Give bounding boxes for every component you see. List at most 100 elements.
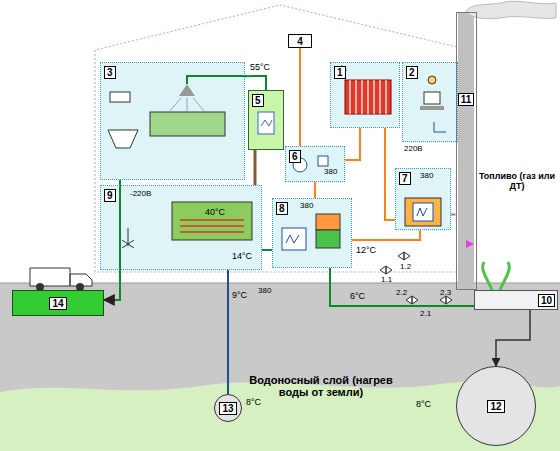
value-label: 40°C xyxy=(205,208,225,218)
callout-number: 4 xyxy=(295,36,305,47)
shower-and-bath xyxy=(169,98,205,112)
well-circle: 13 xyxy=(214,394,242,422)
callout-number: 10 xyxy=(538,294,555,307)
callout-number: 8 xyxy=(276,202,288,215)
well-circles xyxy=(214,394,242,422)
shower-and-bath xyxy=(108,130,138,148)
value-label: 380 xyxy=(258,287,271,296)
note-label: Топливо (газ или ДТ) xyxy=(477,172,557,192)
callout-number: 13 xyxy=(219,402,236,415)
shower-and-bath xyxy=(179,84,195,96)
heat-pump xyxy=(282,228,306,250)
room-zones xyxy=(100,62,458,270)
heat-pump xyxy=(282,214,340,250)
value-label: 6°C xyxy=(350,292,365,302)
control-computer xyxy=(410,75,446,132)
shower-and-bath xyxy=(108,76,247,148)
callout-number: 12 xyxy=(487,400,504,413)
pipe-connector xyxy=(262,249,272,251)
room-zones xyxy=(330,62,400,128)
control-computer xyxy=(424,92,440,104)
equipment-box: 4 xyxy=(288,34,312,48)
well-circle: 12 xyxy=(456,366,536,446)
drain-tank-and-truck xyxy=(12,290,104,316)
zone-box: 6 xyxy=(285,146,345,182)
value-label: 380 xyxy=(300,202,313,211)
value-label: 8°C xyxy=(246,398,261,408)
callout-number: 14 xyxy=(49,297,66,310)
callout-number: 5 xyxy=(252,94,264,107)
room-zones xyxy=(272,198,352,268)
value-label: 380 xyxy=(324,168,337,177)
outlet-box xyxy=(483,262,510,290)
chimney xyxy=(466,1,556,19)
pipe-connector xyxy=(352,230,420,240)
heat-pump xyxy=(316,214,340,230)
callout-number: 2 xyxy=(406,66,418,79)
zone-box: 1 xyxy=(330,62,400,128)
chimney xyxy=(458,1,556,290)
well-circles xyxy=(214,366,536,446)
pipe-connector xyxy=(104,180,120,300)
valves xyxy=(380,266,392,274)
room-zones xyxy=(100,185,262,270)
chimney xyxy=(458,12,474,290)
value-label: 2.3 xyxy=(440,289,451,298)
room-five xyxy=(248,90,284,150)
equipment-box: 10 xyxy=(474,290,558,310)
radiator xyxy=(338,66,391,114)
pipe-connector xyxy=(330,268,474,306)
value-label: 220В xyxy=(404,145,423,154)
callout-number: 9 xyxy=(104,189,116,202)
control-computer xyxy=(410,75,446,132)
pipe-connector xyxy=(385,128,395,220)
room-zones xyxy=(100,62,245,180)
room-zones xyxy=(395,168,451,230)
value-label: 380 xyxy=(420,172,433,181)
pipe-connector xyxy=(227,270,229,394)
room-zones xyxy=(285,146,345,182)
boiler xyxy=(413,203,433,221)
equipment-box: 11 xyxy=(456,12,477,290)
zone-box: 2 xyxy=(402,62,458,142)
valves xyxy=(380,252,452,304)
room-five xyxy=(261,120,272,126)
callout-number: 6 xyxy=(289,150,301,163)
control-computer xyxy=(420,106,444,110)
value-label: 9°C xyxy=(232,291,247,301)
valves xyxy=(440,296,452,304)
value-label: 2.1 xyxy=(420,310,431,319)
room-five xyxy=(248,90,284,150)
value-label: 2.2 xyxy=(396,289,407,298)
drain-tank-and-truck xyxy=(12,268,104,316)
ground xyxy=(0,283,560,451)
house-outline xyxy=(95,5,470,272)
room-zones xyxy=(402,62,458,142)
pipe-connector xyxy=(245,76,266,90)
value-label: 14°C xyxy=(232,252,252,262)
outlet-box xyxy=(474,262,558,310)
note-label: Водоносный слой (нагрев воды от земли) xyxy=(236,374,406,398)
value-label: 1.2 xyxy=(400,263,411,272)
room-five xyxy=(258,112,274,134)
heat-pump xyxy=(316,230,340,248)
callout-number: 7 xyxy=(399,172,411,185)
storage-tank xyxy=(180,220,244,232)
control-computer xyxy=(428,76,436,84)
pipe-connector xyxy=(345,128,360,160)
valves xyxy=(398,252,410,260)
heat-pump xyxy=(286,235,299,243)
outlet-box xyxy=(474,290,558,310)
storage-tank xyxy=(122,228,134,248)
callout-number: 1 xyxy=(334,66,346,79)
value-label: 8°C xyxy=(416,400,431,410)
storage-tank xyxy=(172,202,252,240)
value-label: 12°C xyxy=(356,246,376,256)
value-label: 1.1 xyxy=(381,276,392,285)
boiler xyxy=(466,240,474,248)
boiler xyxy=(417,208,427,216)
house-outline xyxy=(95,5,470,272)
callout-number: 11 xyxy=(458,93,475,106)
temperature-label: 55°C xyxy=(250,63,270,73)
value-label: -220В xyxy=(130,190,151,199)
